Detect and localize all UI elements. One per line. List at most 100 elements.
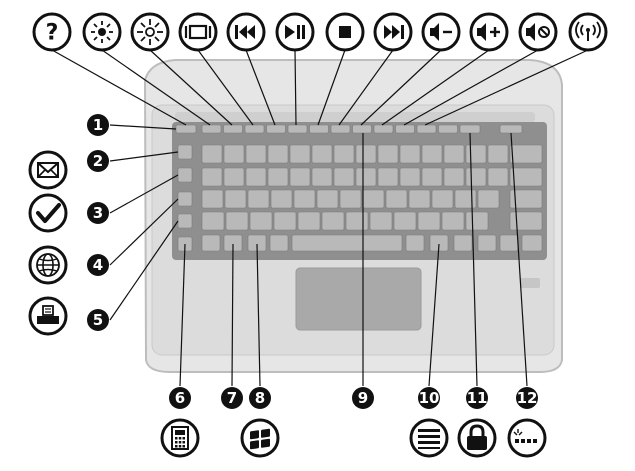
keyboard-key xyxy=(316,189,339,209)
keyboard-key xyxy=(270,189,293,209)
web-browser-icon xyxy=(28,245,68,285)
leader-callout-2 xyxy=(109,151,179,162)
leader-top-7 xyxy=(317,49,346,126)
keyboard-key xyxy=(247,189,270,209)
callout-8-number: 8 xyxy=(255,389,265,407)
callout-11: 11 xyxy=(466,387,488,409)
callout-3: 3 xyxy=(87,202,109,224)
keyboard-key xyxy=(405,234,425,252)
backlight-key xyxy=(499,124,523,134)
function-key xyxy=(416,124,437,134)
keyboard-key xyxy=(355,144,377,164)
callout-6-number: 6 xyxy=(175,389,185,407)
keyboard-key xyxy=(421,144,443,164)
keyboard-key xyxy=(333,144,355,164)
lock-icon xyxy=(457,418,497,458)
launch-key xyxy=(177,167,193,183)
leader-callout-7 xyxy=(231,243,234,387)
function-key xyxy=(287,124,308,134)
stop-icon xyxy=(325,12,365,52)
keyboard-key xyxy=(201,189,224,209)
keyboard-key xyxy=(339,189,362,209)
volume-down-icon xyxy=(421,12,461,52)
keyboard-key xyxy=(465,144,487,164)
keyboard-key xyxy=(477,189,500,209)
leader-top-8 xyxy=(338,49,394,126)
launch-key xyxy=(177,144,193,160)
function-key xyxy=(395,124,415,134)
keyboard-key xyxy=(477,234,497,252)
function-key-insert xyxy=(459,124,481,134)
leader-callout-8 xyxy=(256,243,261,387)
function-key xyxy=(330,124,351,134)
calculator-icon xyxy=(160,418,200,458)
function-key-esc xyxy=(175,124,197,134)
leader-lines xyxy=(51,49,589,387)
keyboard-key xyxy=(421,167,443,187)
callout-12-number: 12 xyxy=(517,389,538,407)
keyboard-key xyxy=(224,189,247,209)
checkmark-icon xyxy=(28,193,68,233)
function-key xyxy=(352,124,372,134)
keyboard-key xyxy=(399,144,421,164)
callout-6: 6 xyxy=(169,387,191,409)
keyboard-key xyxy=(201,144,223,164)
keyboard-key xyxy=(393,211,417,231)
function-key xyxy=(201,124,222,134)
play-pause-icon xyxy=(275,12,315,52)
keyboard-key xyxy=(362,189,385,209)
leader-top-3 xyxy=(149,49,233,126)
keyboard-key xyxy=(509,167,543,187)
leader-top-2 xyxy=(101,49,211,126)
keyboard-key xyxy=(333,167,355,187)
keyboard-key xyxy=(223,167,245,187)
keyboard-key xyxy=(311,144,333,164)
leader-top-4 xyxy=(197,49,254,126)
keyboard-key xyxy=(289,167,311,187)
leader-callout-11 xyxy=(469,132,478,387)
keyboard-key xyxy=(521,234,543,252)
next-track-icon xyxy=(373,12,413,52)
keyboard-key xyxy=(465,211,489,231)
keyboard-key xyxy=(289,144,311,164)
callout-1-number: 1 xyxy=(93,116,103,134)
keyboard-key xyxy=(487,144,509,164)
keyboard-key xyxy=(355,167,377,187)
keyboard-key xyxy=(465,167,487,187)
keyboard-key xyxy=(377,167,399,187)
callout-3-number: 3 xyxy=(93,204,103,222)
keyboard-key xyxy=(245,167,267,187)
bottom-icon-row xyxy=(160,418,547,458)
speaker-strip xyxy=(175,112,535,122)
keyboard-key xyxy=(509,211,543,231)
leader-callout-3 xyxy=(109,174,179,214)
keyboard-key xyxy=(509,144,543,164)
keyboard-key xyxy=(273,211,297,231)
callouts: 1 2 3 4 5 6 7 8 xyxy=(87,114,538,409)
keyboard-key xyxy=(443,167,465,187)
laptop-illustration xyxy=(143,59,563,373)
keyboard-key xyxy=(311,167,333,187)
callout-7: 7 xyxy=(221,387,243,409)
keyboard-key xyxy=(441,211,465,231)
leader-top-10 xyxy=(381,49,490,126)
keyboard-key xyxy=(345,211,369,231)
callout-10: 10 xyxy=(418,387,440,409)
launch-key xyxy=(177,191,193,207)
keyboard-keys xyxy=(175,124,543,252)
callout-5: 5 xyxy=(87,309,109,331)
callout-5-number: 5 xyxy=(93,311,103,329)
leader-callout-1 xyxy=(109,124,177,130)
keyboard-key xyxy=(509,189,543,209)
keyboard-key xyxy=(223,144,245,164)
callout-8: 8 xyxy=(249,387,271,409)
keyboard-key xyxy=(443,144,465,164)
keyboard-key xyxy=(201,234,221,252)
callout-10-number: 10 xyxy=(419,389,440,407)
keyboard-key xyxy=(499,234,519,252)
leader-callout-5 xyxy=(109,220,179,321)
keyboard-key xyxy=(377,144,399,164)
leader-top-5 xyxy=(245,49,276,126)
leader-top-9 xyxy=(360,49,442,126)
function-key xyxy=(244,124,265,134)
